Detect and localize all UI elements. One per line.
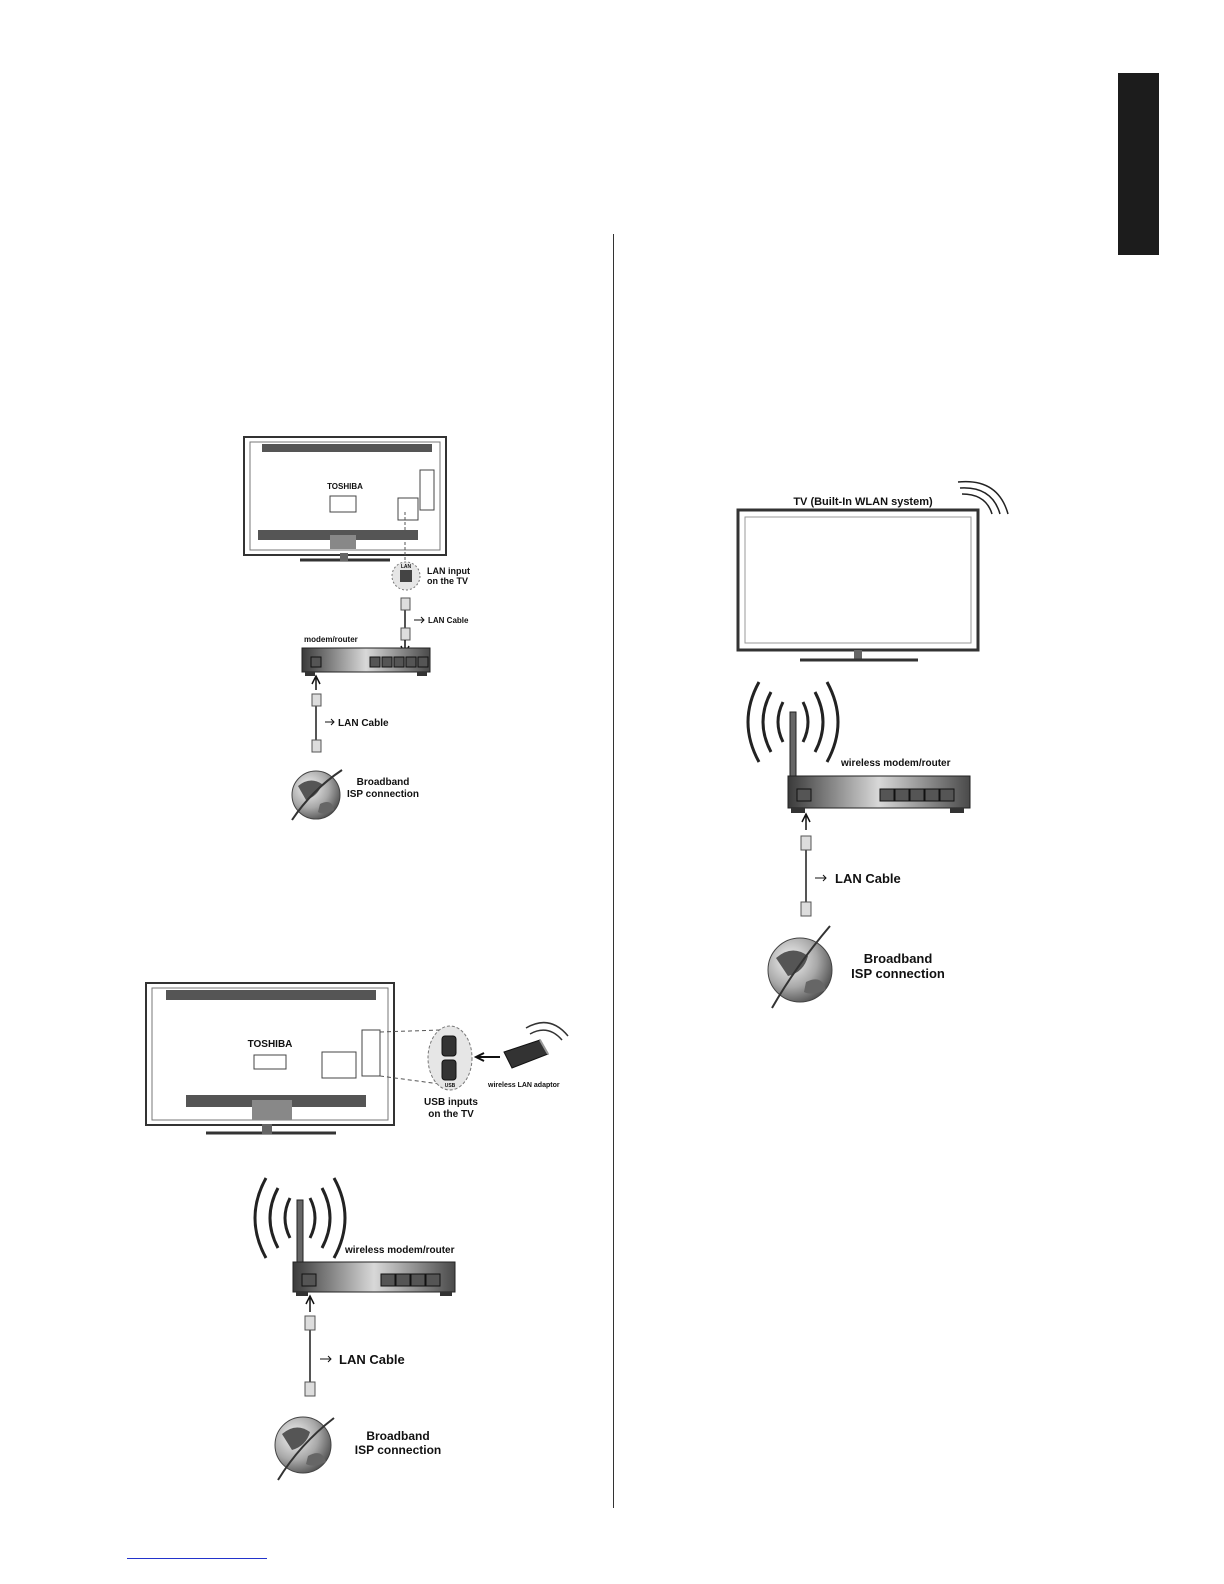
usb-port-1 [442, 1036, 456, 1056]
usb-inputs-label-2: on the TV [428, 1109, 474, 1120]
cable-plug-bottom-2 [312, 740, 321, 752]
cable-plug-bottom-3 [305, 1382, 315, 1396]
cable-plug-top-4 [801, 836, 811, 850]
tv-back-2 [146, 983, 394, 1134]
usb-port-2 [442, 1060, 456, 1080]
isp-label-4: ISP connection [355, 1443, 441, 1457]
wireless-modem-router-3 [788, 776, 970, 813]
isp-label-1: Broadband [357, 777, 410, 788]
isp-label-3: Broadband [366, 1429, 429, 1443]
lan-input-label: LAN input [427, 566, 470, 576]
wireless-router-label-2: wireless modem/router [344, 1245, 455, 1256]
lan-cable-label-top: LAN Cable [428, 616, 469, 625]
lan-port-label: LAN [401, 564, 412, 570]
diagram-wired-lan: TOSHIBA LAN LAN input on the TV LAN Cabl… [244, 437, 470, 820]
isp-label-5: Broadband [864, 951, 933, 966]
tv-front-3 [738, 510, 978, 660]
diagram-usb-wireless: TOSHIBA USB USB inputs on the TV wireles… [146, 983, 568, 1480]
usb-inputs-label: USB inputs [424, 1097, 478, 1108]
globe-icon-2 [275, 1417, 334, 1480]
wireless-router-label-3: wireless modem/router [840, 758, 951, 769]
tv-back-1 [244, 437, 446, 561]
lan-cable-label-2: LAN Cable [339, 1352, 405, 1367]
router-antenna [297, 1200, 303, 1262]
wireless-adaptor-label: wireless LAN adaptor [487, 1082, 560, 1089]
wireless-lan-adaptor-icon [504, 1023, 568, 1068]
globe-icon [292, 770, 342, 820]
cable-plug-top-2 [312, 694, 321, 706]
isp-label-6: ISP connection [851, 966, 945, 981]
lan-cable-label-3: LAN Cable [835, 871, 901, 886]
modem-router-label: modem/router [304, 635, 358, 644]
tv-brand-1: TOSHIBA [327, 482, 363, 491]
modem-router-1 [302, 648, 430, 676]
lan-cable-label-bottom: LAN Cable [338, 718, 389, 729]
lan-input-label-2: on the TV [427, 576, 468, 586]
diagram-built-in-wlan: TV (Built-In WLAN system) wireless modem… [738, 482, 1008, 1008]
wireless-modem-router-2 [293, 1262, 455, 1296]
cable-plug-top [401, 598, 410, 610]
router-antenna-3 [790, 712, 796, 776]
lan-port-icon [400, 570, 412, 582]
tv-built-in-wlan-label: TV (Built-In WLAN system) [793, 496, 933, 508]
isp-label-2: ISP connection [347, 789, 419, 800]
cable-plug-top-3 [305, 1316, 315, 1330]
cable-plug-bottom [401, 628, 410, 640]
cable-plug-bottom-4 [801, 902, 811, 916]
tv-brand-2: TOSHIBA [248, 1039, 293, 1050]
globe-icon-3 [768, 926, 832, 1008]
usb-port-label: USB [445, 1083, 456, 1089]
